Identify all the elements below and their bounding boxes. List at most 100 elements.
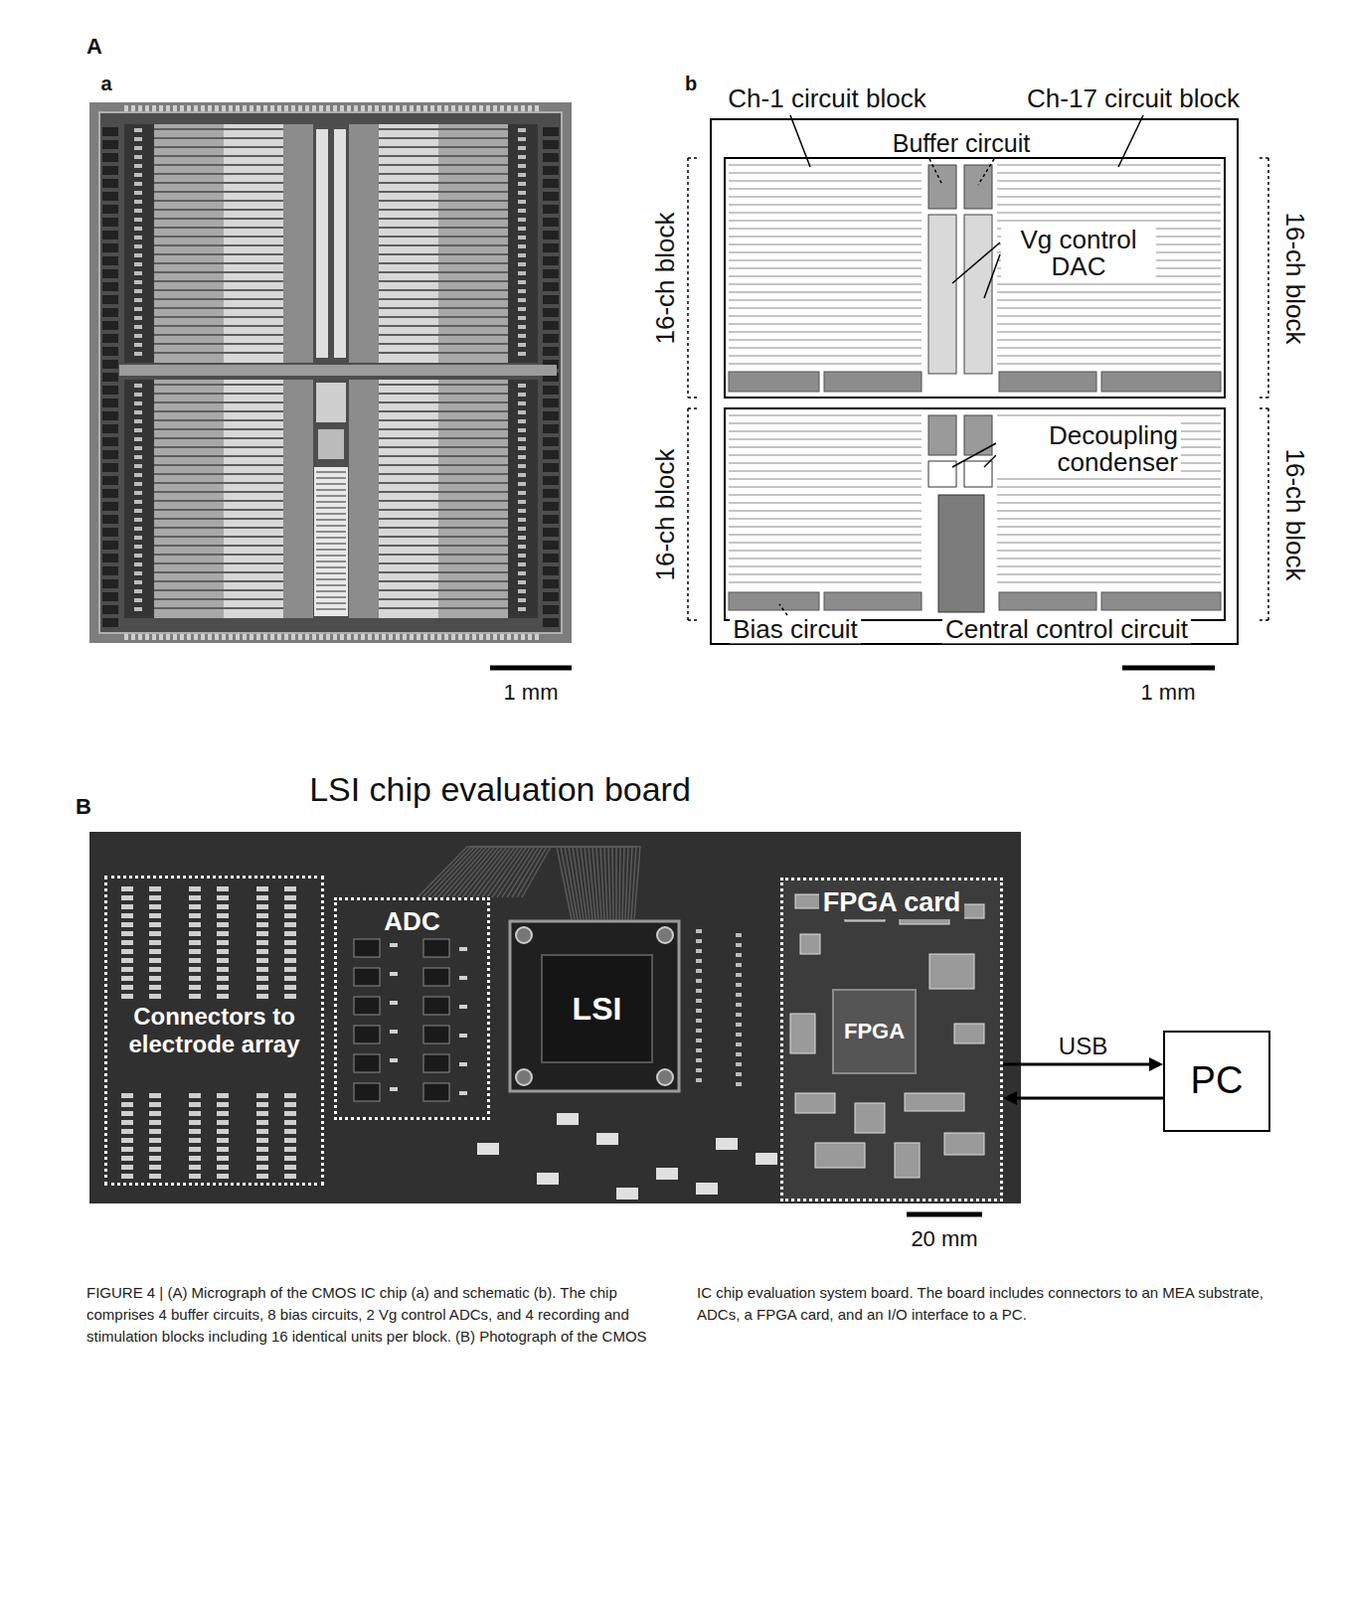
bracket <box>687 396 698 399</box>
bond-pad <box>242 634 247 641</box>
circuit-stripe <box>154 526 224 529</box>
circuit-cell <box>134 351 143 356</box>
connector-pin <box>256 1102 269 1108</box>
circuit-stripe <box>223 464 284 467</box>
circuit-stripe <box>438 482 508 485</box>
circuit-cell <box>517 508 526 513</box>
board-component <box>596 1133 619 1146</box>
node-label: PC <box>1190 1059 1244 1104</box>
connector-pin <box>149 1165 162 1171</box>
bond-pad <box>486 634 491 641</box>
connector-pin <box>216 1138 229 1144</box>
connector-pin <box>121 904 134 910</box>
circuit-cell <box>517 280 526 285</box>
bond-pad <box>102 514 119 524</box>
circuit-stripe <box>223 235 284 238</box>
bond-pad <box>131 105 136 112</box>
connector-pin <box>149 994 162 1000</box>
bond-pad <box>102 166 119 175</box>
bond-pad <box>319 634 324 641</box>
circuit-stripe <box>154 544 224 547</box>
circuit-column <box>124 379 155 619</box>
circuit-stripe <box>223 208 284 211</box>
circuit-stripe <box>438 401 508 404</box>
connector-pin <box>256 985 269 991</box>
scale-label: 1 mm <box>1141 680 1196 704</box>
connector-pin <box>284 895 297 901</box>
part-label: 16-ch block <box>652 212 679 345</box>
bond-pad <box>542 346 559 356</box>
bond-pad <box>360 105 365 112</box>
circuit-cell <box>134 392 143 397</box>
connector-pin <box>188 949 201 955</box>
circuit-cell <box>517 190 526 195</box>
channel-stripe <box>728 415 922 417</box>
bias-block <box>999 371 1097 392</box>
connector-pin <box>188 1093 201 1099</box>
chip-outline <box>710 119 1238 645</box>
circuit-cell <box>134 517 143 522</box>
usb-arrow <box>1003 1091 1164 1106</box>
circuit-stripe <box>223 199 284 202</box>
circuit-stripe <box>154 419 224 422</box>
bracket <box>686 158 689 398</box>
bracket <box>1258 619 1269 622</box>
circuit-cell <box>134 535 143 540</box>
bond-pad <box>179 105 184 112</box>
circuit-stripe <box>223 607 284 610</box>
channel-stripe <box>997 415 1221 417</box>
bond-pad <box>214 105 219 112</box>
connector-pin <box>188 1147 201 1153</box>
circuit-cell <box>134 298 143 303</box>
connector-pin <box>188 940 201 946</box>
circuit-cell <box>517 607 526 612</box>
circuit-stripe <box>378 562 439 565</box>
circuit-cell <box>134 428 143 433</box>
bond-pad <box>486 105 491 112</box>
part-label: 16-ch block <box>1280 212 1308 345</box>
leader-line <box>929 159 943 185</box>
circuit-stripe <box>154 410 224 413</box>
control-line <box>316 542 346 545</box>
bond-pad <box>284 634 289 641</box>
connector-pin <box>216 1129 229 1135</box>
adc-chip <box>423 939 450 958</box>
passive-part <box>459 1005 468 1010</box>
channel-stripe <box>997 196 1221 198</box>
passive-part <box>459 1062 468 1067</box>
circuit-stripe <box>378 325 439 328</box>
bond-pad <box>305 634 310 641</box>
control-line <box>316 590 346 593</box>
bond-pad <box>472 634 477 641</box>
channel-stripe <box>728 180 922 182</box>
circuit-cell <box>134 342 143 347</box>
channel-stripe <box>728 463 922 465</box>
circuit-cell <box>517 298 526 303</box>
control-line <box>316 501 346 504</box>
connector-pin <box>188 1129 201 1135</box>
circuit-stripe <box>223 316 284 319</box>
bond-pad <box>102 334 119 343</box>
bond-pad <box>102 463 119 473</box>
connector-pin <box>216 1156 229 1162</box>
bracket <box>687 157 698 160</box>
bond-pad <box>228 105 233 112</box>
bond-pad <box>542 308 559 318</box>
circuit-stripe <box>378 446 439 449</box>
bond-pad <box>102 204 119 214</box>
bond-pad <box>221 634 226 641</box>
circuit-stripe <box>438 553 508 556</box>
control-block <box>314 467 348 617</box>
circuit-stripe <box>378 172 439 175</box>
circuit-stripe <box>223 446 284 449</box>
circuit-cell <box>517 580 526 585</box>
channel-stripe <box>728 236 922 238</box>
header-pin <box>695 969 702 974</box>
adc-chip <box>423 1083 450 1102</box>
passive-part <box>389 1001 398 1006</box>
bond-pad <box>388 634 393 641</box>
circuit-stripe <box>378 526 439 529</box>
bond-pad <box>542 334 559 343</box>
channel-stripe <box>728 479 922 481</box>
lsi-chip: LSI <box>540 954 654 1064</box>
